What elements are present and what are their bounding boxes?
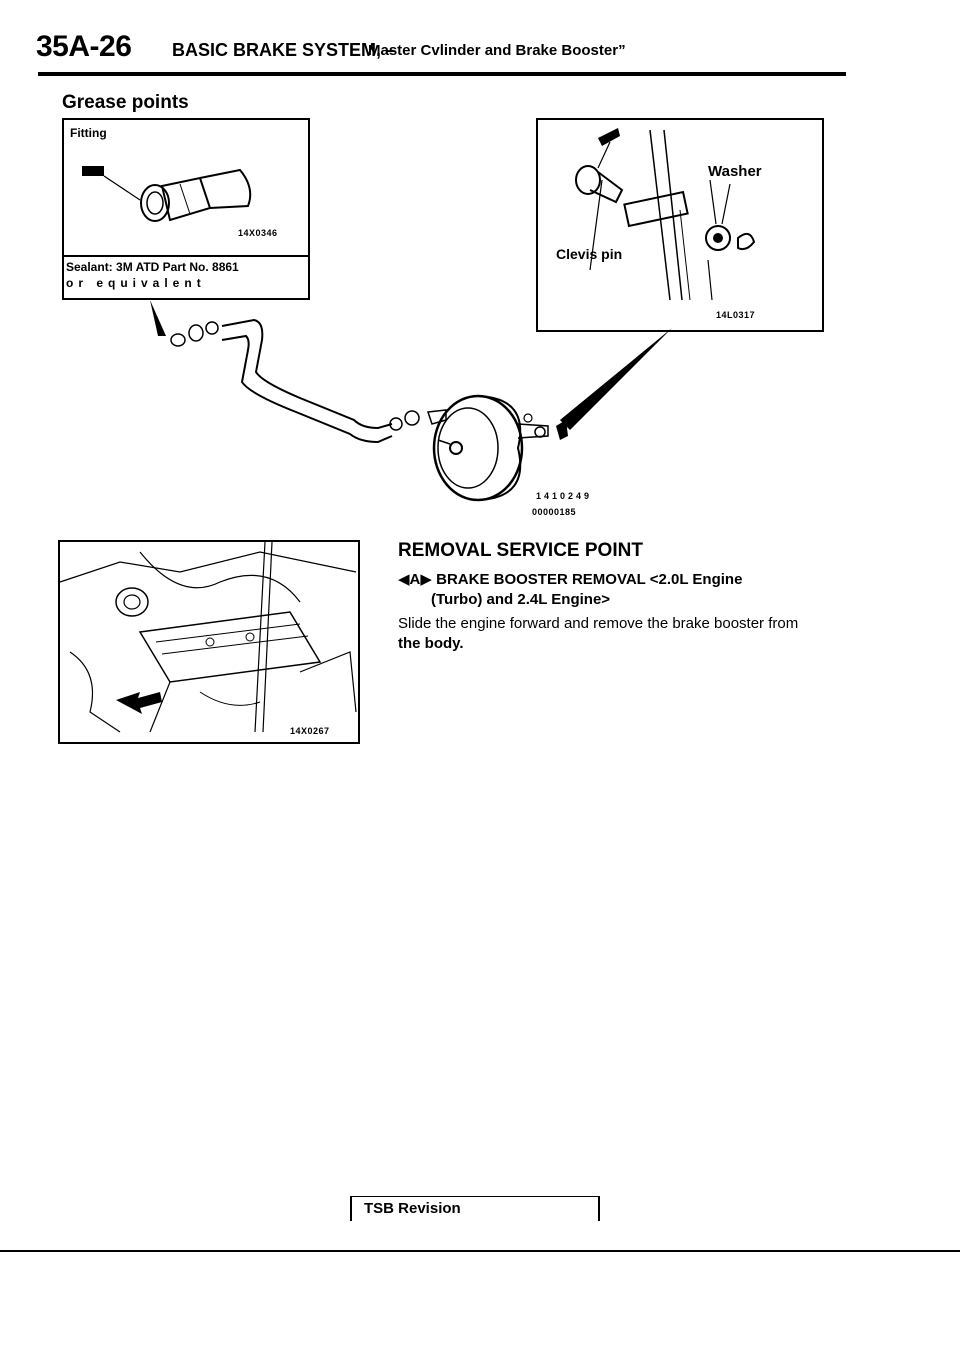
tsb-box <box>350 1196 600 1221</box>
step-title-line2: (Turbo) and 2.4L Engine> <box>431 591 611 608</box>
grease-points-heading: Grease points <box>62 92 189 113</box>
service-step-body-end: the body. <box>398 635 464 652</box>
booster-figure-code: 1410249 <box>536 491 593 501</box>
fitting-box-divider <box>64 255 308 257</box>
service-point-heading: REMOVAL SERVICE POINT <box>398 540 643 561</box>
sealant-equivalent: or equivalent <box>66 276 206 290</box>
fitting-illustration <box>82 166 252 222</box>
brake-booster-illustration <box>150 300 672 502</box>
header-rule <box>38 72 846 76</box>
service-step-heading: ◀A▶ BRAKE BOOSTER REMOVAL <2.0L Engine <box>398 570 742 588</box>
clevis-inset-box <box>536 118 824 332</box>
step-marker-left-icon: ◀ <box>398 571 410 588</box>
step-title-line1: BRAKE BOOSTER REMOVAL <2.0L Engine <box>436 571 743 588</box>
booster-figure-code-2: 00000185 <box>532 507 577 517</box>
clevis-pin-label: Clevis pin <box>556 246 623 262</box>
fitting-label: Fitting <box>70 126 107 140</box>
engine-bay-figure <box>58 540 360 744</box>
section-code: 35A-26 <box>36 30 132 63</box>
fitting-box <box>62 118 310 300</box>
tsb-revision: TSB Revision <box>364 1200 461 1217</box>
step-marker-right-icon: ▶ <box>420 571 432 588</box>
washer-label: Washer <box>708 163 762 180</box>
page-subtitle: Master Cvlinder and Brake Booster” <box>368 42 626 59</box>
page-title: BASIC BRAKE SYSTEM, – <box>172 40 397 60</box>
engine-figure-code: 14X0267 <box>290 726 330 736</box>
service-step-body: Slide the engine forward and remove the … <box>398 615 799 632</box>
clevis-illustration <box>575 128 756 301</box>
fitting-figure-code: 14X0346 <box>238 228 278 238</box>
engine-bay-illustration <box>59 541 357 733</box>
step-marker: A <box>409 571 421 588</box>
footer-rule <box>0 1250 960 1252</box>
sealant-spec: Sealant: 3M ATD Part No. 8861 <box>66 260 239 274</box>
clevis-figure-code: 14L0317 <box>716 310 756 320</box>
